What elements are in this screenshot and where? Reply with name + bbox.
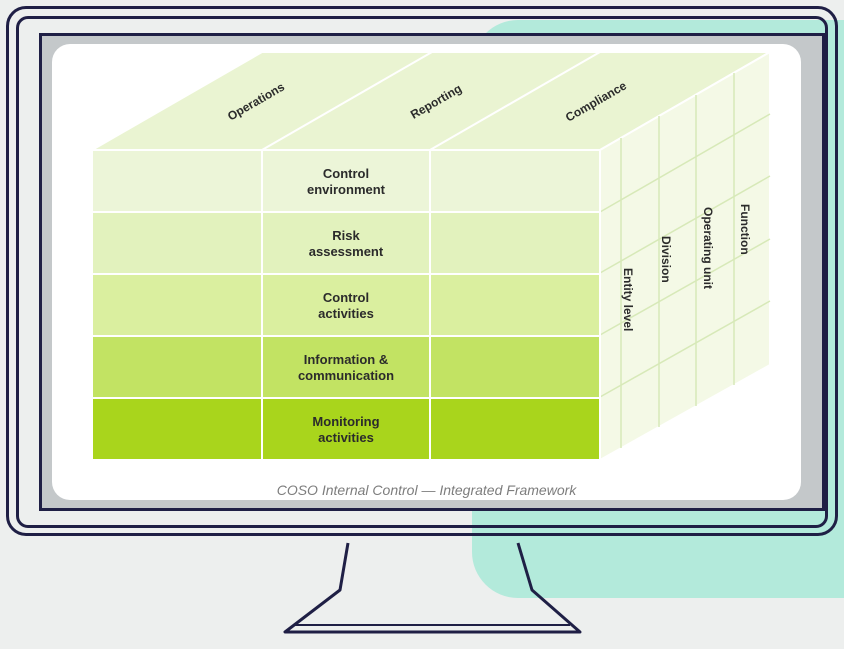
row-band (91, 397, 601, 461)
top-divider (261, 51, 433, 151)
diagram-caption: COSO Internal Control — Integrated Frame… (276, 482, 577, 498)
side-label-operating-unit: Operating unit (701, 207, 715, 289)
side-label-function: Function (738, 204, 752, 255)
monitor-bezel (16, 16, 828, 528)
top-divider (429, 51, 601, 151)
monitor-frame (6, 6, 838, 536)
row-band (91, 211, 601, 275)
row-band (91, 149, 601, 213)
monitor-stand (283, 542, 582, 634)
row-band (91, 273, 601, 337)
row-label: Information &communication (298, 352, 394, 383)
side-label-division: Division (659, 236, 673, 283)
side-grid (599, 73, 771, 448)
row-band (91, 335, 601, 399)
side-label-entity-level: Entity level (621, 268, 635, 331)
